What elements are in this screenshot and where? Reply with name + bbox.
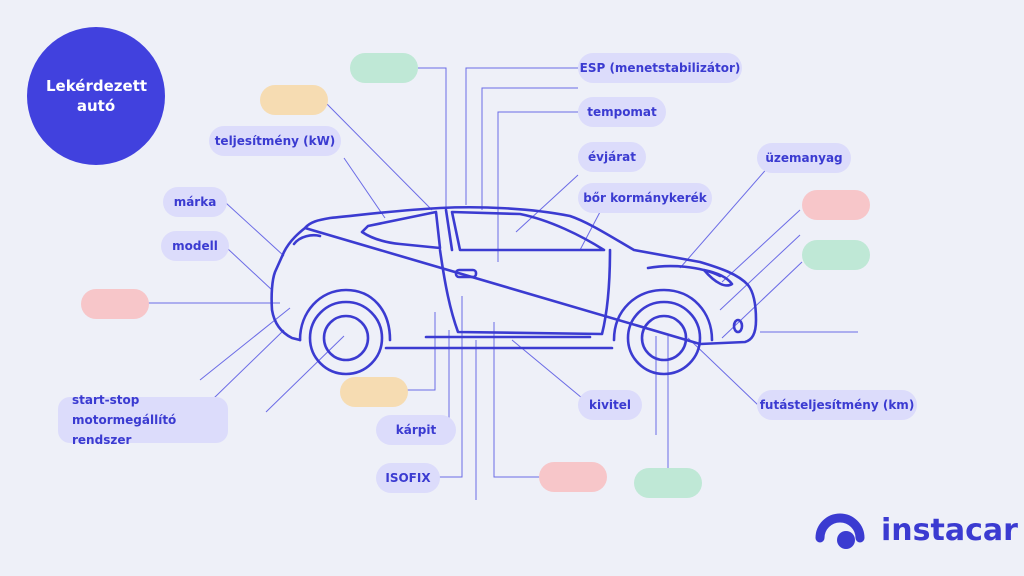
rear-hub	[322, 314, 370, 362]
label-modell: modell	[161, 231, 229, 261]
pillar	[444, 208, 454, 252]
leader-line	[265, 335, 345, 413]
instacar-logo-icon	[815, 513, 865, 549]
label-tempomat: tempomat	[578, 97, 666, 127]
label-bor-kormanykerek: bőr kormánykerék	[578, 183, 712, 213]
leader-line	[227, 248, 273, 291]
label-kivitel: kivitel	[578, 390, 642, 420]
leader-line	[324, 101, 433, 211]
rear-wheel	[308, 300, 384, 376]
label-marka: márka	[163, 187, 227, 217]
leader-line	[465, 67, 578, 205]
blank-pill-green	[802, 240, 870, 270]
car-outline	[270, 205, 758, 376]
leader-line	[497, 111, 578, 262]
front-hub	[640, 314, 688, 362]
label-teljesitmeny: teljesítmény (kW)	[209, 126, 341, 156]
leader-line	[579, 211, 601, 251]
leader-line	[213, 329, 285, 399]
leader-line	[430, 296, 463, 478]
spoiler	[292, 233, 322, 246]
blank-pill-red	[802, 190, 870, 220]
leader-line	[679, 164, 771, 269]
label-start-stop: start-stop motormegállító rendszer	[58, 393, 228, 447]
front-wheel-arch	[612, 288, 714, 342]
hood-line	[646, 264, 722, 278]
leader-line	[687, 337, 759, 406]
leader-line	[199, 307, 291, 381]
brand-name: instacar	[881, 512, 1018, 548]
side-window	[450, 210, 606, 252]
label-evjarat: évjárat	[578, 142, 646, 172]
door-handle	[454, 268, 478, 279]
label-uzemanyag: üzemanyag	[757, 143, 851, 173]
car-body	[270, 205, 758, 350]
queried-car-badge: Lekérdezett autó	[27, 27, 165, 165]
leader-line	[515, 174, 579, 233]
blank-pill-red	[539, 462, 607, 492]
leader-line	[721, 209, 801, 283]
leader-line	[448, 330, 455, 431]
front-wheel	[626, 300, 702, 376]
rear-wheel-arch	[298, 288, 392, 342]
leader-line	[343, 157, 386, 219]
badge-title: Lekérdezett autó	[46, 77, 148, 115]
blank-pill-green	[634, 468, 702, 498]
instacar-logo: instacar	[815, 508, 1018, 552]
leader-line	[719, 234, 801, 311]
fog-light	[732, 318, 744, 334]
label-isofix: ISOFIX	[376, 463, 440, 493]
label-futasteljesitmeny: futásteljesítmény (km)	[757, 390, 917, 420]
leader-line	[418, 67, 447, 208]
label-karpit: kárpit	[376, 415, 456, 445]
logo-mark-spacer	[815, 508, 869, 552]
blank-pill-red	[81, 289, 149, 319]
leader-line	[511, 339, 583, 399]
leader-line	[225, 202, 285, 257]
door-line	[438, 248, 612, 336]
blank-pill-orange	[260, 85, 328, 115]
leader-line	[481, 87, 578, 210]
windshield	[360, 210, 442, 250]
leader-line	[721, 261, 803, 339]
leader-line	[407, 312, 436, 391]
blank-pill-orange	[340, 377, 408, 407]
label-esp: ESP (menetstabilizátor)	[578, 53, 742, 83]
leader-line	[493, 322, 540, 478]
blank-pill-green	[350, 53, 418, 83]
